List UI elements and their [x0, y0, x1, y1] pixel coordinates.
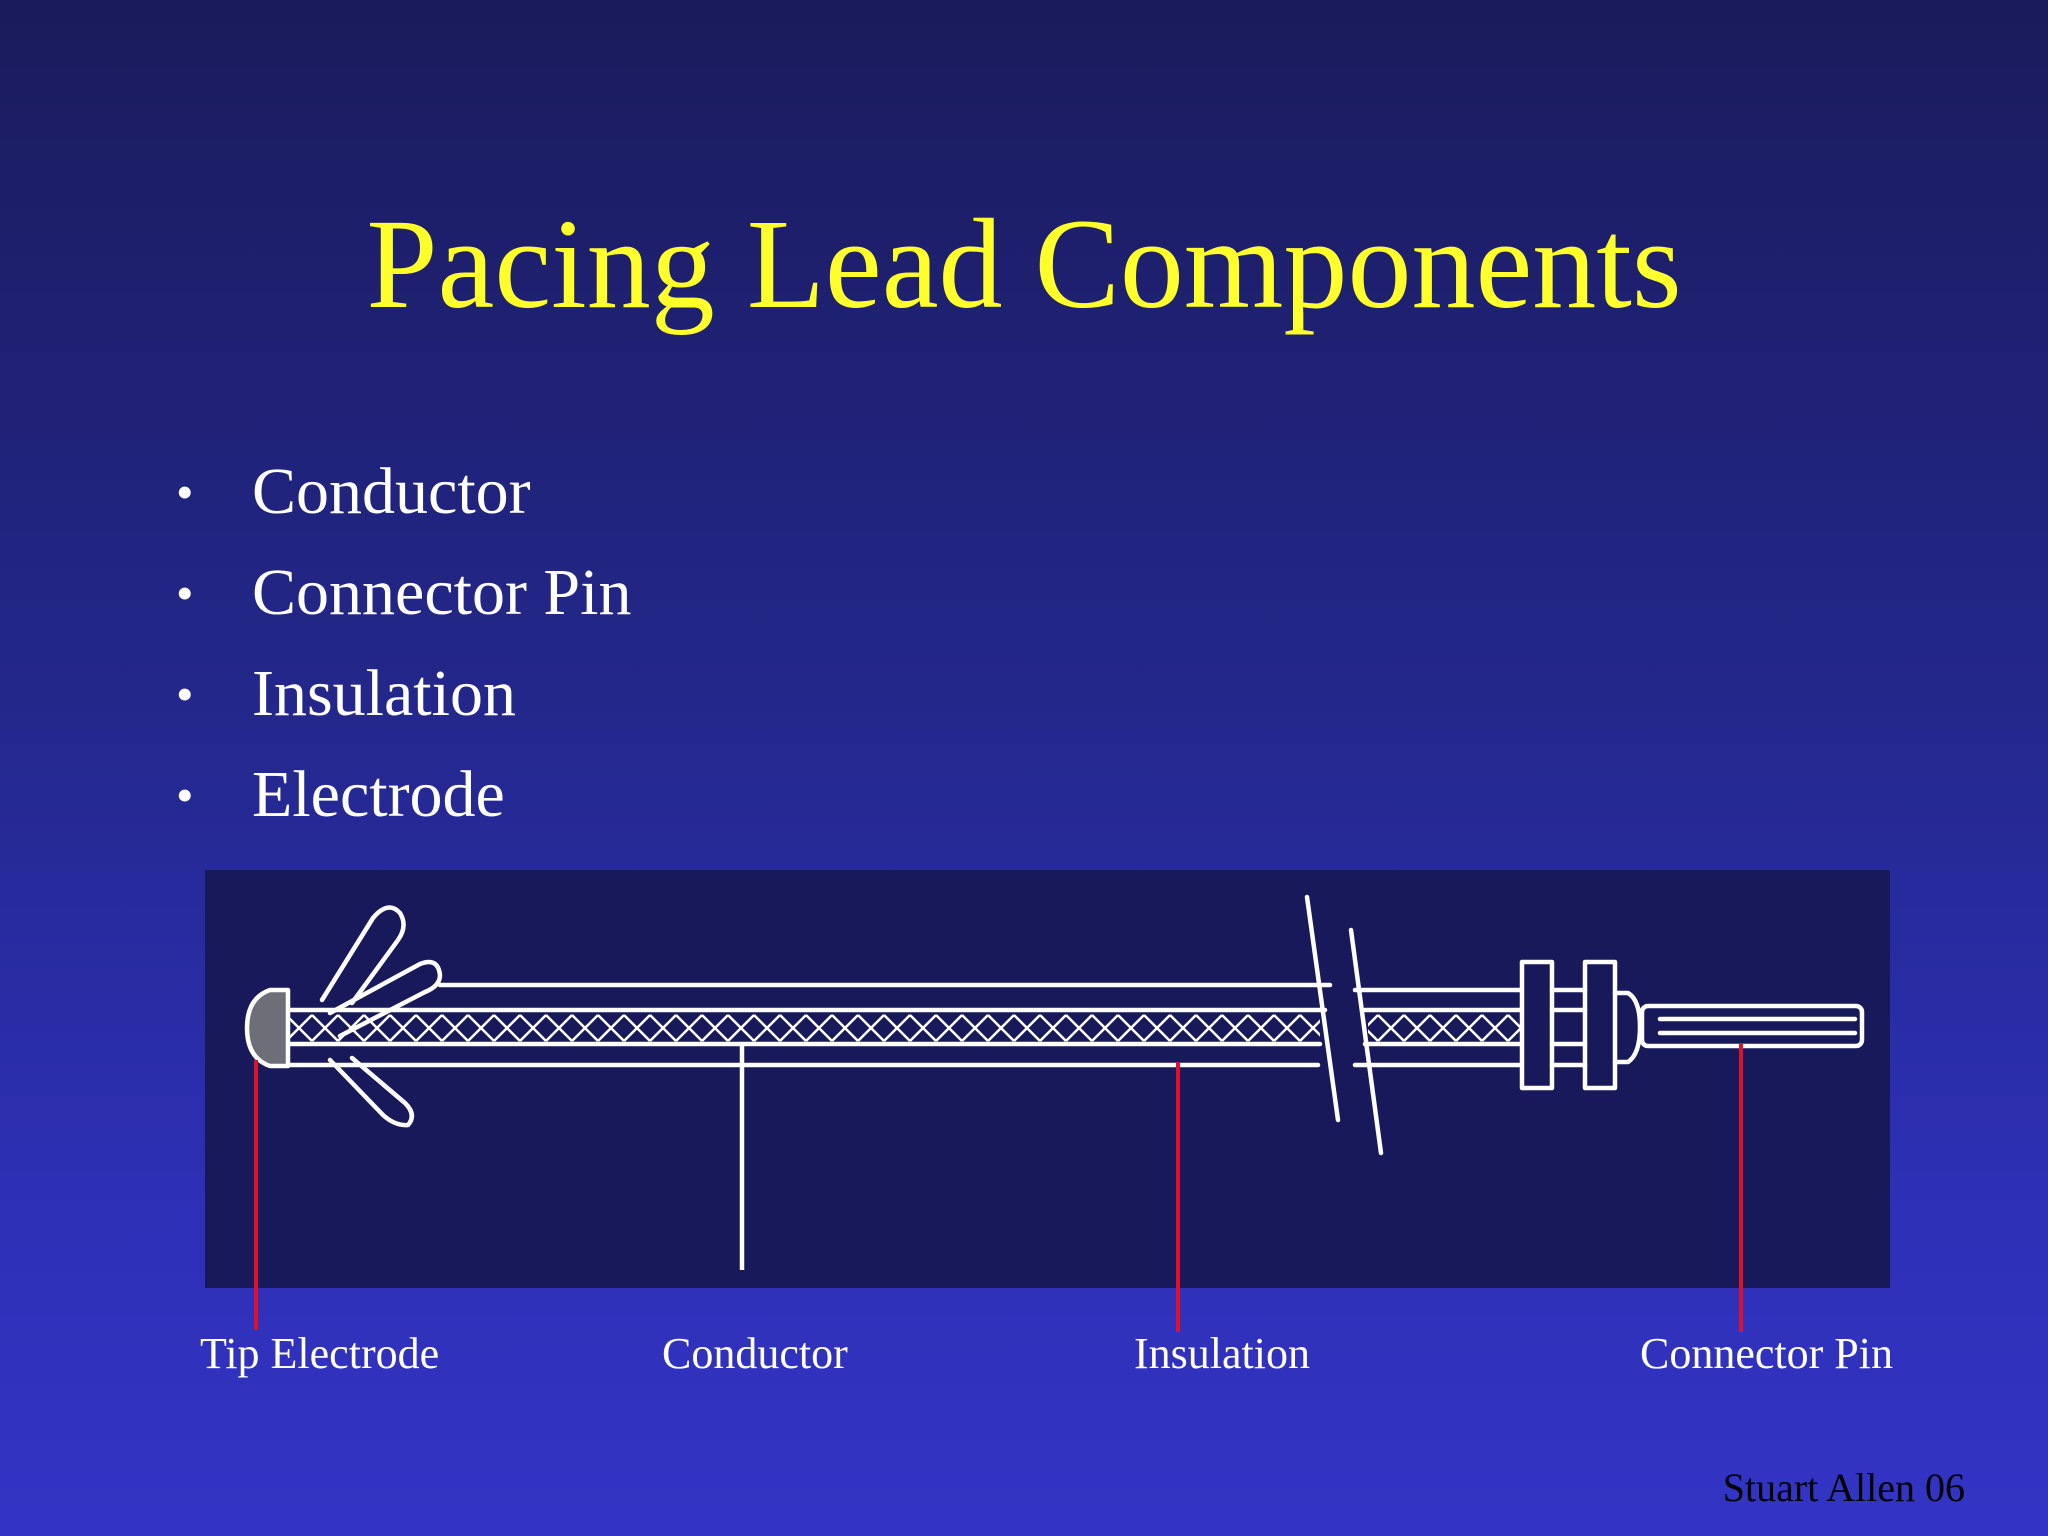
bullet-text: Conductor [252, 455, 531, 528]
bullet-dot-icon: • [176, 464, 194, 520]
bullet-dot-icon: • [176, 565, 194, 621]
callout-label-connector-pin: Connector Pin [1640, 1329, 1893, 1378]
bullet-text: Electrode [252, 758, 505, 831]
bullet-dot-icon: • [176, 666, 194, 722]
bullet-item-insulation: • Insulation [170, 654, 631, 755]
callout-label-tip-electrode: Tip Electrode [200, 1329, 440, 1378]
callout-label-conductor: Conductor [662, 1329, 848, 1378]
footer-credit: Stuart Allen 06 [1722, 1465, 1965, 1510]
bullet-text: Insulation [252, 657, 516, 730]
bullet-dot-icon: • [176, 767, 194, 823]
bullet-item-electrode: • Electrode [170, 755, 631, 856]
bullet-text: Connector Pin [252, 556, 632, 629]
bullet-item-conductor: • Conductor [170, 452, 631, 553]
slide-title: Pacing Lead Components [366, 193, 1682, 335]
callout-label-insulation: Insulation [1134, 1329, 1310, 1378]
lead-body [282, 894, 1865, 1156]
tip-electrode-icon [244, 987, 291, 1069]
bullet-item-connector-pin: • Connector Pin [170, 553, 631, 654]
bullet-list: • Conductor • Connector Pin • Insulation… [170, 452, 631, 856]
